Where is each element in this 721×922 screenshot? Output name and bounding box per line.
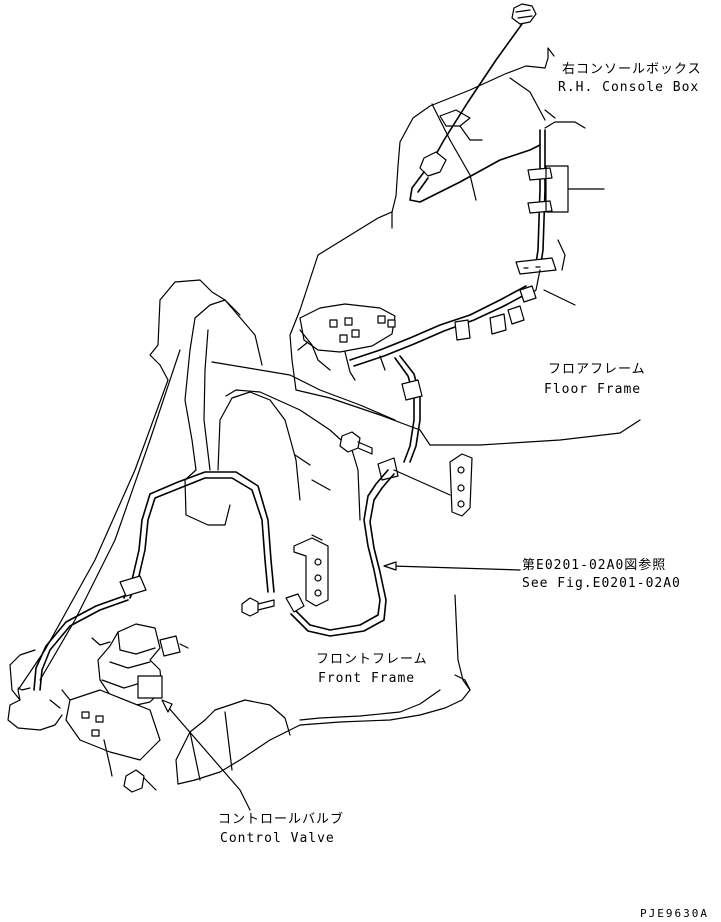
console-harness-drawing (409, 3, 605, 306)
floor-frame-label-en: Floor Frame (544, 382, 641, 397)
leader-lines (161, 47, 555, 811)
label-front-frame: フロントフレーム Front Frame (316, 652, 428, 686)
front-frame-label-en: Front Frame (318, 671, 415, 686)
console-box-label-jp: 右コンソールボックス (562, 62, 702, 77)
valve-harness-drawing (33, 471, 275, 793)
label-control-valve: コントロールバルブ Control Valve (218, 811, 344, 846)
floor-frame-label-jp: フロアフレーム (548, 362, 646, 377)
control-valve-label-en: Control Valve (220, 831, 335, 846)
console-box-label-en: R.H. Console Box (558, 80, 699, 95)
control-valve-label-jp: コントロールバルブ (218, 811, 344, 827)
label-see-figure: 第E0201-02A0図参照 See Fig.E0201-02A0 (522, 557, 681, 591)
see-figure-label-en: See Fig.E0201-02A0 (522, 576, 681, 591)
label-console-box: 右コンソールボックス R.H. Console Box (558, 62, 702, 95)
front-frame-label-jp: フロントフレーム (316, 652, 428, 667)
label-floor-frame: フロアフレーム Floor Frame (544, 362, 646, 397)
see-figure-label-jp: 第E0201-02A0図参照 (522, 557, 666, 573)
drawing-code: PJE9630A (640, 907, 709, 920)
bolt-bracket-drawing (241, 431, 473, 617)
floor-frame-drawing (289, 57, 641, 446)
floor-harness-drawing (290, 285, 537, 637)
